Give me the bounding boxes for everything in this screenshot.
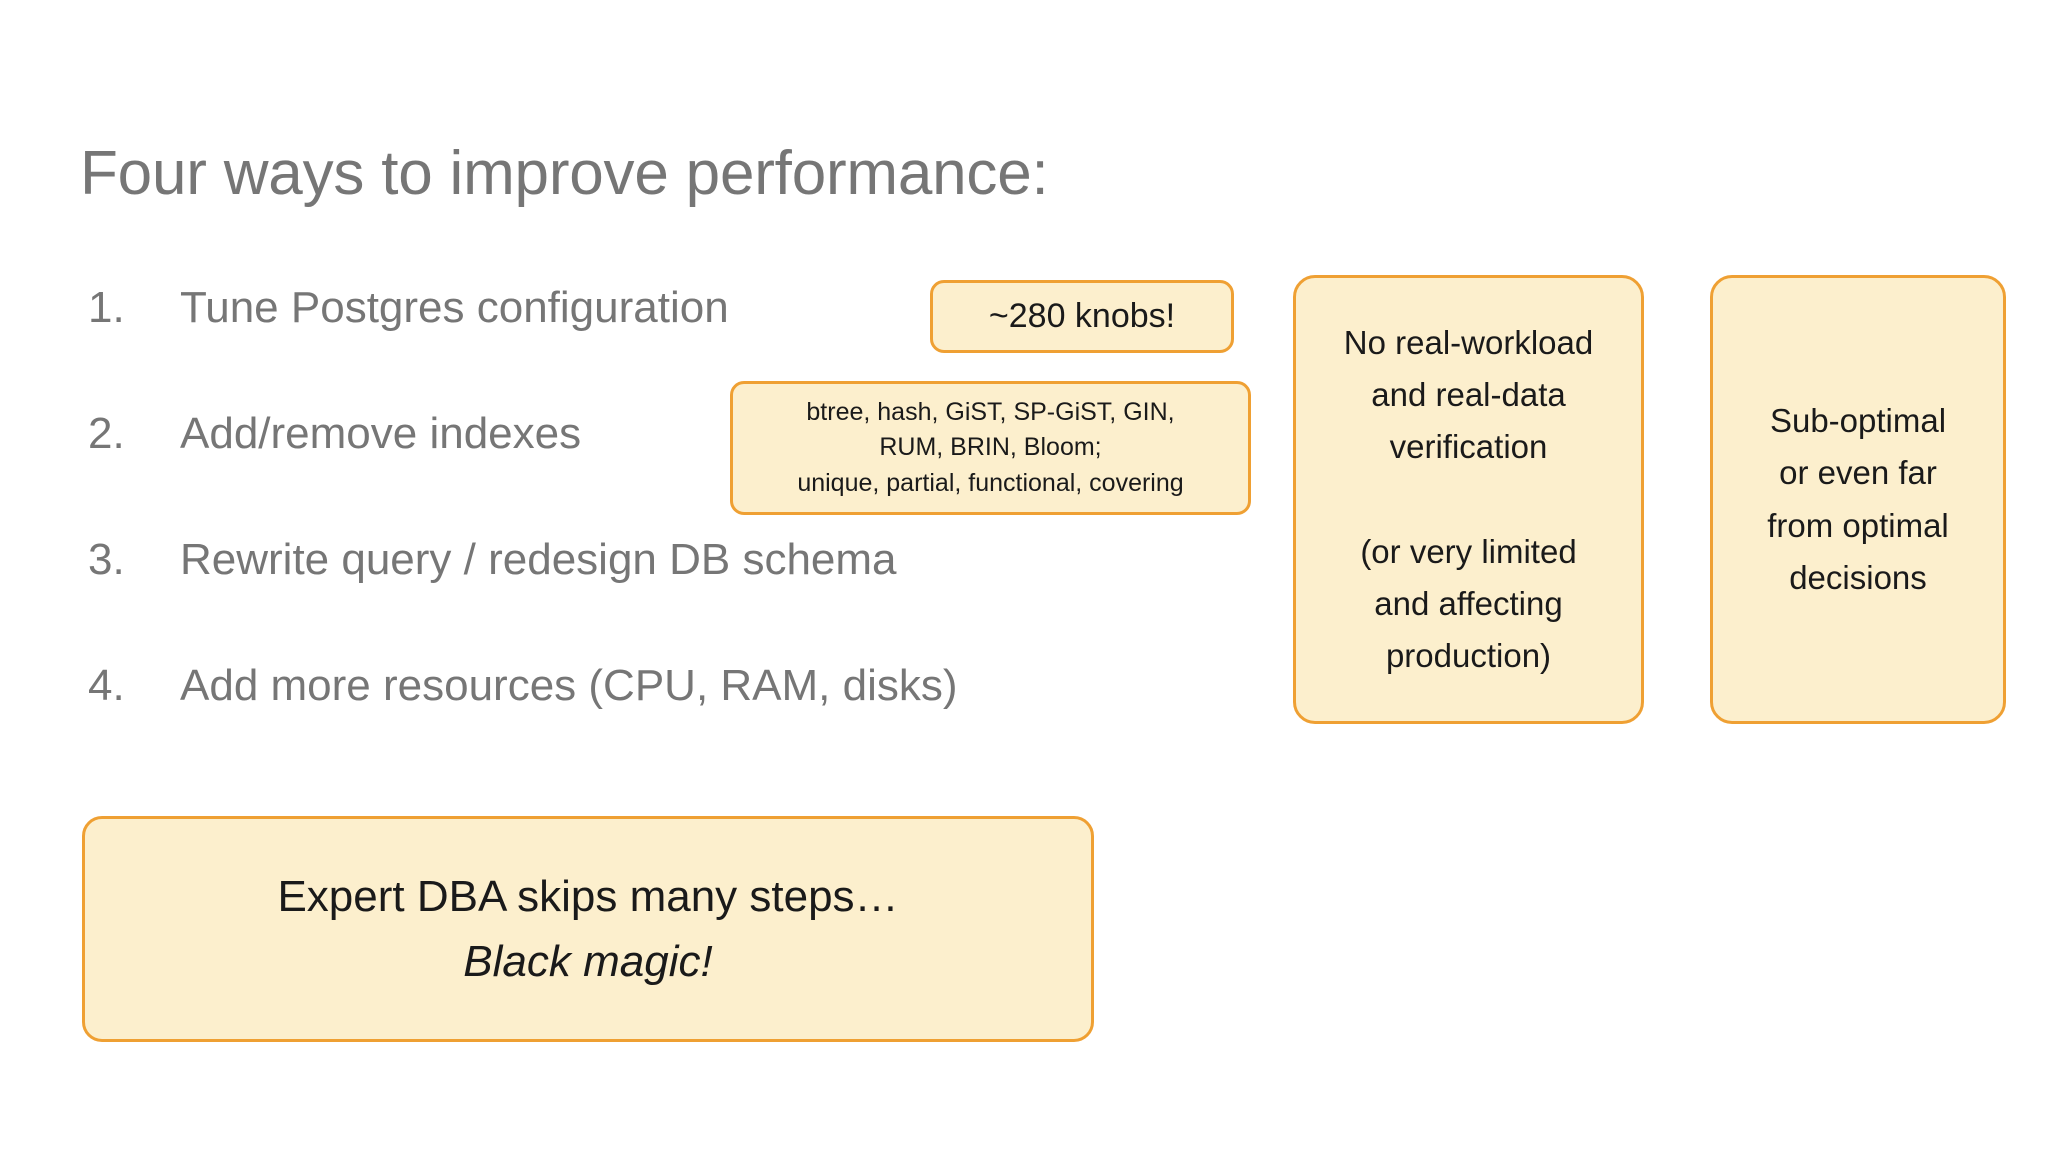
callout-verification: No real-workload and real-data verificat…: [1293, 275, 1644, 724]
page-title: Four ways to improve performance:: [80, 139, 1049, 208]
callout-suboptimal-line-2: or even far: [1779, 454, 1937, 492]
callout-black-magic-line-1: Expert DBA skips many steps…: [277, 871, 899, 921]
callout-suboptimal-line-1: Sub-optimal: [1769, 402, 1947, 440]
list-item-number: 2.: [88, 409, 125, 458]
list-item-number: 1.: [88, 283, 125, 332]
list-item: 3. Rewrite query / redesign DB schema: [88, 535, 1288, 661]
callout-verification-line-3: verification: [1389, 428, 1548, 466]
list-item-label: Rewrite query / redesign DB schema: [180, 535, 897, 584]
callout-verification-line-2: and real-data: [1371, 376, 1566, 414]
list-item-number: 3.: [88, 535, 125, 584]
list-item: 2. Add/remove indexes: [88, 409, 1288, 535]
callout-verification-line-6: production): [1385, 636, 1552, 674]
list-item-label: Add more resources (CPU, RAM, disks): [180, 661, 958, 710]
list-item: 1. Tune Postgres configuration: [88, 283, 1288, 409]
callout-knobs-line-1: ~280 knobs!: [988, 297, 1176, 336]
callout-suboptimal-line-3: from optimal: [1767, 506, 1949, 544]
callout-index-types-line-2: RUM, BRIN, Bloom;: [879, 433, 1102, 462]
list-item-label: Tune Postgres configuration: [180, 283, 729, 332]
callout-suboptimal-line-4: decisions: [1789, 558, 1927, 596]
callout-verification-line-5: and affecting: [1374, 584, 1563, 622]
callout-knobs: ~280 knobs!: [930, 280, 1234, 353]
callout-black-magic-line-2: Black magic!: [463, 937, 713, 986]
callout-index-types: btree, hash, GiST, SP-GiST, GIN, RUM, BR…: [730, 381, 1251, 515]
list-item-label: Add/remove indexes: [180, 409, 582, 458]
callout-index-types-line-3: unique, partial, functional, covering: [797, 468, 1184, 497]
callout-verification-line-1: No real-workload: [1343, 324, 1594, 362]
list-item: 4. Add more resources (CPU, RAM, disks): [88, 661, 1288, 787]
list-item-number: 4.: [88, 661, 125, 710]
callout-suboptimal: Sub-optimal or even far from optimal dec…: [1710, 275, 2006, 724]
callout-index-types-line-1: btree, hash, GiST, SP-GiST, GIN,: [806, 397, 1175, 426]
steps-list: 1. Tune Postgres configuration 2. Add/re…: [88, 283, 1288, 787]
callout-verification-line-4: (or very limited: [1360, 532, 1577, 570]
callout-black-magic: Expert DBA skips many steps… Black magic…: [82, 816, 1094, 1042]
